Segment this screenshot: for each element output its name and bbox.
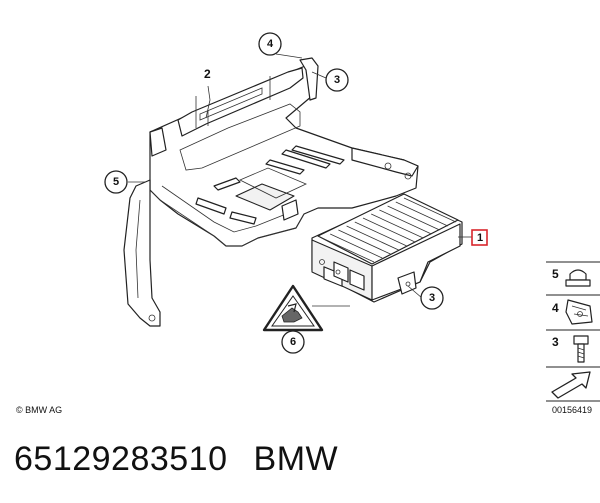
callout-1-label: 1 — [477, 232, 483, 244]
legend-row-5-label: 5 — [552, 267, 559, 281]
callout-3-top: 3 — [325, 68, 349, 92]
heatsink-fin — [371, 213, 424, 239]
heatsink-fin — [395, 201, 448, 227]
part-caption: 65129283510 BMW — [14, 440, 364, 479]
callout-6-label: 6 — [290, 336, 296, 348]
heatsink-fin — [321, 237, 375, 263]
callout-6: 6 — [281, 330, 305, 354]
heatsink-fin — [379, 209, 432, 235]
heatsink-fin — [387, 205, 440, 231]
heatsink-fin — [354, 221, 407, 247]
callout-2-label: 2 — [204, 67, 211, 81]
amplifier-module — [311, 193, 463, 303]
screw-icon — [573, 335, 589, 363]
brand-name: BMW — [253, 440, 339, 478]
callout-4: 4 — [258, 32, 282, 56]
clip-nut-icon — [565, 299, 593, 325]
drawing-number-text: 00156419 — [552, 405, 592, 415]
legend-row-4-label: 4 — [552, 301, 559, 315]
heatsink-fin — [330, 233, 383, 259]
nut-icon — [565, 269, 591, 287]
callout-3-module: 3 — [420, 286, 444, 310]
heatsink-fin — [403, 197, 457, 223]
callout-4-label: 4 — [267, 38, 274, 50]
heatsink-fin — [346, 225, 399, 251]
heatsink-fin — [338, 229, 391, 255]
arrow-icon — [551, 371, 591, 399]
callout-3-module-label: 3 — [429, 292, 435, 304]
callout-5: 5 — [104, 170, 128, 194]
warning-label-triangle — [262, 284, 324, 332]
small-parts-legend: 5 4 3 — [546, 261, 600, 402]
legend-row-3-label: 3 — [552, 335, 559, 349]
mounting-bracket — [123, 57, 419, 327]
callout-1-highlight: 1 — [471, 229, 488, 246]
part-number: 65129283510 — [14, 440, 228, 478]
copyright-text: © BMW AG — [16, 405, 62, 415]
callout-3-top-label: 3 — [334, 74, 340, 86]
callout-2: 2 — [204, 67, 211, 81]
leader-lines — [128, 53, 472, 336]
callout-5-label: 5 — [113, 176, 119, 188]
heatsink-fin — [362, 217, 416, 243]
